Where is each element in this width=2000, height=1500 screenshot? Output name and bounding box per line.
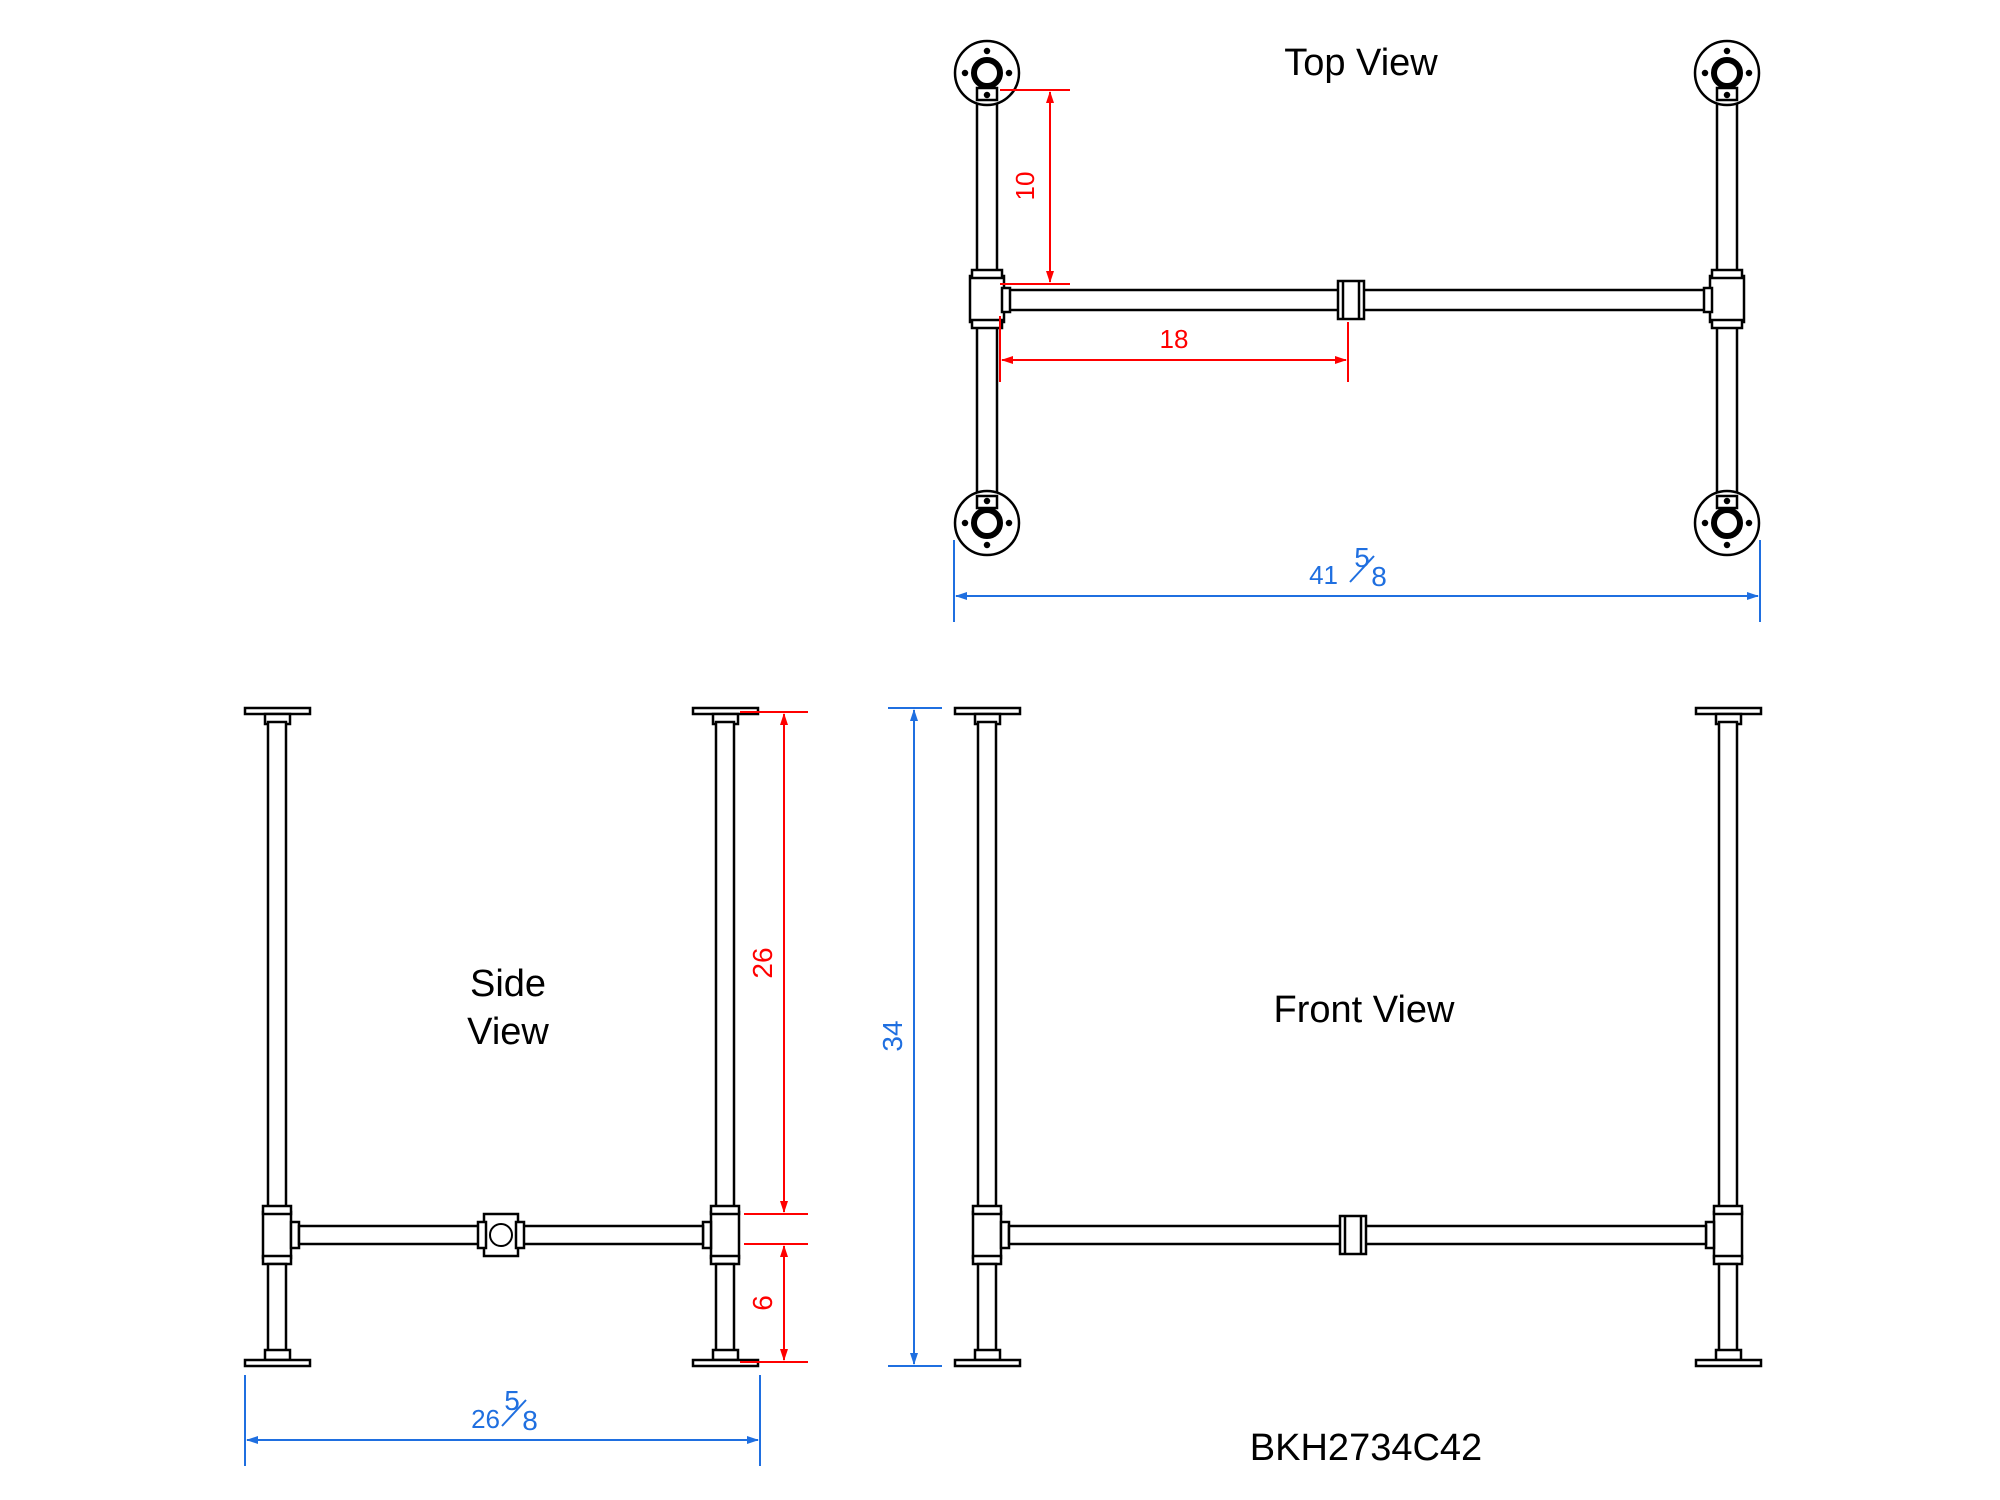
side-dim-depth-den: 8 (522, 1405, 538, 1436)
top-left-tee (968, 274, 1006, 324)
front-left-tee (971, 1210, 1003, 1260)
top-flange-br (1693, 489, 1761, 557)
top-flange-tr (1693, 39, 1761, 107)
side-right-lower-pipe (714, 1262, 736, 1354)
side-right-upper-pipe (714, 720, 736, 1214)
front-right-upper-pipe (1717, 720, 1739, 1214)
side-right-tee (709, 1210, 741, 1260)
top-flange-tl (953, 39, 1021, 107)
side-left-tee (261, 1210, 293, 1260)
top-view (953, 39, 1761, 557)
top-dim-width-whole: 41 (1309, 560, 1338, 590)
front-right-bottom-flange (1694, 1358, 1763, 1368)
front-right-lower-pipe (1717, 1262, 1739, 1354)
top-dim-10: 10 (1000, 89, 1070, 285)
front-view-title: Front View (1274, 989, 1455, 1031)
top-dim-18: 18 (999, 316, 1349, 382)
front-left-bottom-flange (953, 1358, 1022, 1368)
top-flange-bl (953, 489, 1021, 557)
front-dim-34-text: 34 (877, 1020, 908, 1051)
side-dim-6: 6 (740, 1243, 808, 1363)
side-view-title-line2: View (467, 1011, 549, 1053)
side-view (243, 706, 760, 1368)
side-left-upper-pipe (266, 720, 288, 1214)
front-left-lower-pipe (976, 1262, 998, 1354)
side-dim-6-text: 6 (747, 1295, 778, 1311)
top-dim-10-text: 10 (1010, 172, 1040, 201)
side-dim-depth-num: 5 (504, 1385, 520, 1416)
top-dim-width: 41 5 8 (953, 540, 1761, 622)
front-left-upper-pipe (976, 720, 998, 1214)
side-dim-26: 26 (740, 711, 808, 1215)
side-dim-depth: 26 5 8 (244, 1375, 761, 1466)
side-view-title-line1: Side (470, 963, 546, 1005)
top-dim-width-den: 8 (1371, 561, 1387, 592)
front-dim-34: 34 (877, 707, 942, 1367)
side-left-lower-pipe (266, 1262, 288, 1354)
top-right-tee (1708, 274, 1746, 324)
side-dim-26-text: 26 (747, 947, 778, 978)
side-dim-depth-whole: 26 (471, 1404, 500, 1434)
front-view (953, 706, 1763, 1368)
top-view-title: Top View (1284, 42, 1438, 84)
top-dim-18-text: 18 (1160, 324, 1189, 354)
part-number: BKH2734C42 (1250, 1427, 1482, 1469)
front-right-tee (1712, 1210, 1744, 1260)
side-left-bottom-flange (243, 1358, 312, 1368)
